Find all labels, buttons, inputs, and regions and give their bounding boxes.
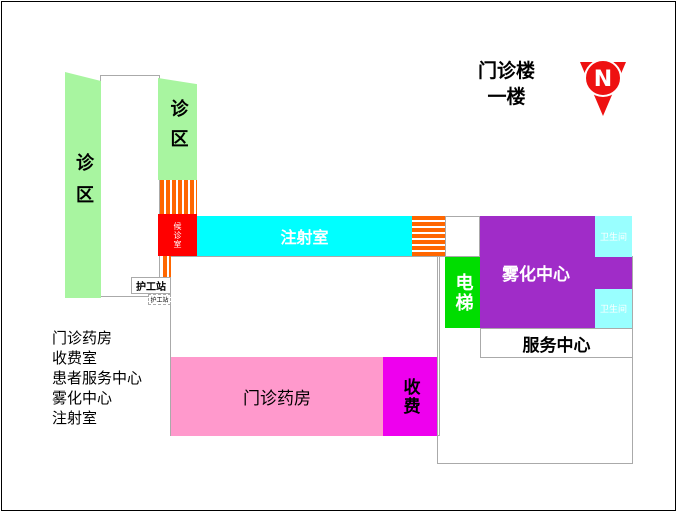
- pharmacy-label: 门诊药房: [243, 389, 311, 409]
- nurse-station: 护工站: [131, 277, 171, 294]
- clinic-left-label: 诊区: [73, 153, 94, 217]
- restroom-bottom-label: 卫生间: [599, 305, 627, 315]
- cashier: 收费: [383, 357, 437, 436]
- legend-item: 雾化中心: [52, 389, 113, 407]
- frame: [1, 1, 676, 511]
- nurse-station-small: 护工站: [148, 294, 171, 305]
- nebulization-label: 雾化中心: [502, 264, 570, 285]
- page-title: 门诊楼 一楼: [478, 58, 535, 110]
- legend: 门诊药房 收费室 患者服务中心 雾化中心 注射室: [52, 328, 142, 428]
- title-line1: 门诊楼: [478, 60, 536, 82]
- legend-item: 门诊药房: [52, 329, 113, 347]
- elevator-lobby: [445, 216, 480, 257]
- title-line2: 一楼: [487, 86, 526, 108]
- restroom-bottom: 卫生间: [595, 289, 632, 328]
- compass-letter: N: [594, 67, 612, 92]
- legend-item: 收费室: [52, 349, 98, 367]
- pharmacy: 门诊药房: [171, 357, 383, 436]
- stairs-top: [160, 180, 197, 214]
- elevator: 电梯: [445, 257, 480, 328]
- waiting-room: 候诊室: [158, 214, 197, 256]
- service-center: 服务中心: [480, 328, 633, 358]
- legend-item: 注射室: [52, 409, 98, 427]
- injection-room: 注射室: [197, 216, 412, 256]
- injection-label: 注射室: [280, 228, 329, 247]
- restroom-top: 卫生间: [595, 216, 632, 257]
- stairs-east: [412, 216, 445, 256]
- legend-item: 患者服务中心: [52, 369, 143, 387]
- cashier-label: 收费: [399, 377, 420, 416]
- clinic-left: 诊区: [65, 72, 101, 298]
- nurse-station-small-label: 护工站: [150, 297, 169, 304]
- waiting-label: 候诊室: [173, 221, 182, 249]
- elevator-label: 电梯: [452, 272, 474, 313]
- nurse-station-label: 护工站: [136, 282, 166, 293]
- clinic-right: 诊区: [158, 78, 197, 180]
- restroom-top-label: 卫生间: [599, 233, 627, 243]
- compass-icon: N: [580, 59, 626, 116]
- corridor-left: [100, 75, 160, 297]
- clinic-right-label: 诊区: [167, 99, 189, 159]
- stairs-small: [163, 256, 171, 278]
- service-label: 服务中心: [522, 335, 591, 356]
